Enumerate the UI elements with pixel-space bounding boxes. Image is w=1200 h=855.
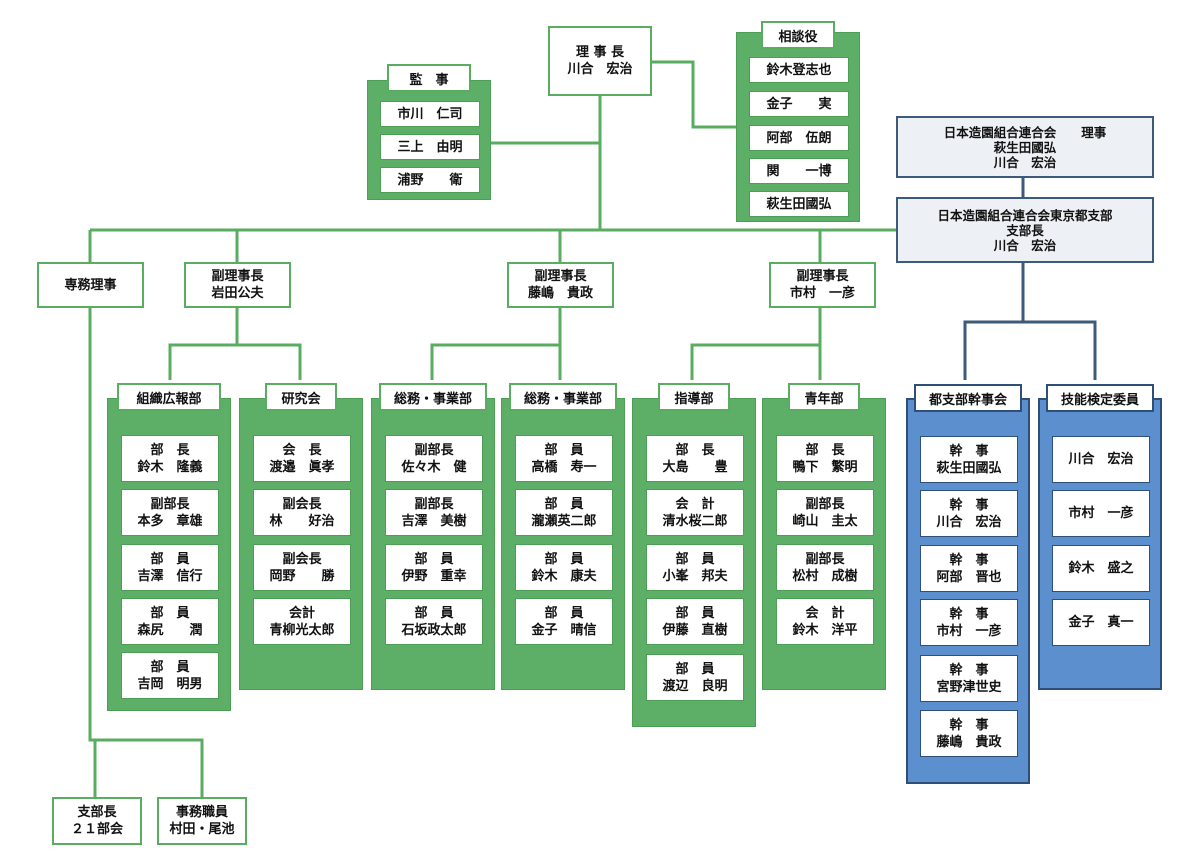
member-card: 幹 事藤嶋 貴政 (920, 710, 1018, 757)
federation-box: 日本造園組合連合会 理事 萩生田國弘 川合 宏治 (896, 116, 1154, 178)
member-card: 幹 事萩生田國弘 (920, 436, 1018, 483)
member-card: 会計青柳光太郎 (253, 598, 351, 645)
department-header: 組織広報部 (117, 383, 221, 411)
chairman-box: 理 事 長 川合 宏治 (548, 26, 652, 96)
member-card: 部 員石坂政太郎 (385, 598, 483, 645)
office-staff-box: 事務職員 村田・尾池 (157, 797, 247, 845)
auditors-group: 監 事 市川 仁司 三上 由明 浦野 衛 (367, 64, 491, 200)
vice-chair-box: 副理事長 藤嶋 貴政 (507, 262, 614, 308)
member-card: 幹 事阿部 晋也 (920, 545, 1018, 592)
branch-committee-group: 都支部幹事会 幹 事萩生田國弘 幹 事川合 宏治 幹 事阿部 晋也 幹 事市村 … (906, 384, 1030, 784)
auditor-card: 三上 由明 (380, 134, 480, 160)
member-card: 副部長吉澤 美樹 (385, 489, 483, 536)
department-group: 組織広報部 部 長鈴木 隆義 副部長本多 章雄 部 員吉澤 信行 部 員森尻 潤… (107, 383, 231, 711)
vice-chair-box: 副理事長 岩田公夫 (184, 262, 291, 308)
member-card: 部 員伊藤 直樹 (646, 598, 744, 645)
member-card: 副会長岡野 勝 (253, 544, 351, 591)
member-card: 幹 事宮野津世史 (920, 655, 1018, 702)
advisor-card: 金子 実 (749, 91, 849, 117)
member-card: 副部長本多 章雄 (121, 489, 219, 536)
member-card: 鈴木 盛之 (1052, 545, 1150, 592)
member-card: 川合 宏治 (1052, 436, 1150, 483)
tokyo-branch-line3: 川合 宏治 (993, 237, 1057, 253)
member-card: 会 長渡邉 眞孝 (253, 435, 351, 482)
member-card: 部 員渡辺 良明 (646, 654, 744, 701)
advisor-card: 関 一博 (749, 158, 849, 184)
member-card: 部 員伊野 重幸 (385, 544, 483, 591)
department-header: 総務・事業部 (509, 383, 617, 411)
member-card: 部 員吉澤 信行 (121, 544, 219, 591)
member-card: 会 計鈴木 洋平 (776, 598, 874, 645)
member-card: 部 員高橋 寿一 (515, 435, 613, 482)
auditor-card: 浦野 衛 (380, 167, 480, 193)
vice-chair-box: 副理事長 市村 一彦 (769, 262, 876, 308)
skill-committee-header: 技能検定委員 (1046, 384, 1154, 412)
auditors-header: 監 事 (387, 64, 471, 92)
member-card: 部 員鈴木 康夫 (515, 544, 613, 591)
branch-committee-header: 都支部幹事会 (914, 384, 1022, 412)
department-header: 研究会 (265, 383, 337, 411)
member-card: 部 員森尻 潤 (121, 598, 219, 645)
tokyo-branch-line1: 日本造園組合連合会東京都支部 (937, 207, 1113, 223)
member-card: 部 員小峯 邦夫 (646, 544, 744, 591)
department-header: 総務・事業部 (379, 383, 487, 411)
advisors-header: 相談役 (761, 21, 835, 49)
member-card: 部 長鴨下 繁明 (776, 435, 874, 482)
member-card: 部 員瀧瀬英二郎 (515, 489, 613, 536)
tokyo-branch-box: 日本造園組合連合会東京都支部 支部長 川合 宏治 (896, 197, 1154, 263)
member-card: 幹 事川合 宏治 (920, 490, 1018, 537)
federation-line1: 日本造園組合連合会 理事 (943, 124, 1107, 140)
member-card: 副会長林 好治 (253, 489, 351, 536)
member-card: 部 長鈴木 隆義 (121, 435, 219, 482)
department-group: 総務・事業部 副部長佐々木 健 副部長吉澤 美樹 部 員伊野 重幸 部 員石坂政… (371, 383, 495, 690)
executive-director-box: 専務理事 (37, 262, 144, 308)
federation-line2: 萩生田國弘 (993, 139, 1057, 155)
department-group: 総務・事業部 部 員高橋 寿一 部 員瀧瀬英二郎 部 員鈴木 康夫 部 員金子 … (501, 383, 625, 690)
department-group: 青年部 部 長鴨下 繁明 副部長崎山 圭太 副部長松村 成樹 会 計鈴木 洋平 (762, 383, 886, 690)
chairman-name: 川合 宏治 (567, 62, 633, 77)
member-card: 副部長崎山 圭太 (776, 489, 874, 536)
chairman-title: 理 事 長 (575, 45, 625, 60)
member-card: 会 計清水桜二郎 (646, 489, 744, 536)
skill-committee-group: 技能検定委員 川合 宏治 市村 一彦 鈴木 盛之 金子 真一 (1038, 384, 1162, 690)
advisor-card: 阿部 伍朗 (749, 125, 849, 151)
member-card: 市村 一彦 (1052, 490, 1150, 537)
member-card: 部 員吉岡 明男 (121, 652, 219, 699)
federation-line3: 川合 宏治 (993, 154, 1057, 170)
advisor-card: 鈴木登志也 (749, 57, 849, 83)
advisors-group: 相談役 鈴木登志也 金子 実 阿部 伍朗 関 一博 萩生田國弘 (736, 21, 860, 222)
member-card: 幹 事市村 一彦 (920, 599, 1018, 646)
auditor-card: 市川 仁司 (380, 101, 480, 127)
tokyo-branch-line2: 支部長 (1006, 222, 1044, 238)
member-card: 部 員金子 晴信 (515, 598, 613, 645)
department-header: 青年部 (788, 383, 860, 411)
member-card: 副部長松村 成樹 (776, 544, 874, 591)
advisor-card: 萩生田國弘 (749, 191, 849, 217)
branch-chief-box: 支部長 ２１部会 (52, 797, 142, 845)
department-header: 指導部 (658, 383, 730, 411)
department-group: 指導部 部 長大島 豊 会 計清水桜二郎 部 員小峯 邦夫 部 員伊藤 直樹 部… (632, 383, 756, 727)
member-card: 金子 真一 (1052, 599, 1150, 646)
member-card: 部 長大島 豊 (646, 435, 744, 482)
member-card: 副部長佐々木 健 (385, 435, 483, 482)
department-group: 研究会 会 長渡邉 眞孝 副会長林 好治 副会長岡野 勝 会計青柳光太郎 (239, 383, 363, 690)
